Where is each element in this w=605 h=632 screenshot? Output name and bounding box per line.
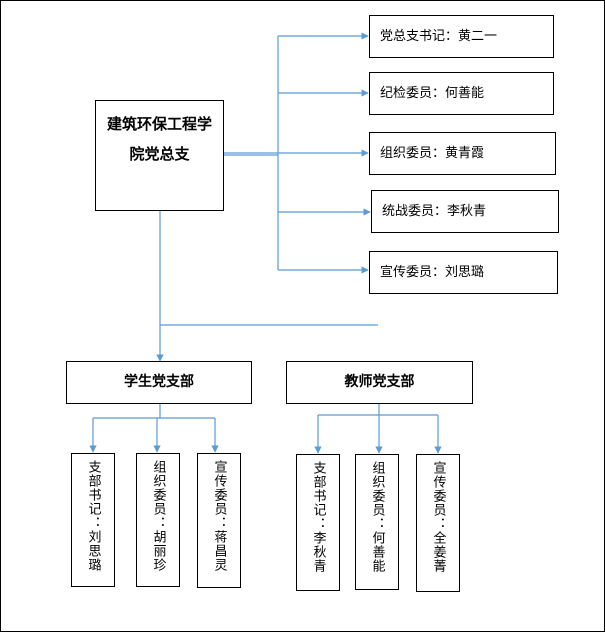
root-title-line2: 院党总支 [129, 145, 190, 163]
student-member-node-0: 支部书记：刘思璐 [71, 453, 115, 587]
member-label: 宣传委员：全姜菁 [430, 461, 446, 573]
committee-label: 宣传委员：刘思璐 [380, 265, 485, 280]
committee-label: 统战委员：李秋青 [382, 204, 487, 219]
branch-name: 学生党支部 [124, 374, 194, 390]
branch-name: 教师党支部 [344, 374, 415, 390]
committee-label: 纪检委员：何善能 [380, 86, 485, 101]
branch-node-teacher: 教师党支部 [286, 361, 473, 404]
committee-node-1: 纪检委员：何善能 [369, 72, 554, 115]
teacher-member-node-1: 组织委员：何善能 [355, 454, 399, 590]
committee-label: 组织委员：黄青霞 [380, 146, 485, 161]
branch-node-student: 学生党支部 [66, 361, 252, 404]
root-node: 建筑环保工程学 院党总支 [95, 100, 224, 211]
teacher-member-node-2: 宣传委员：全姜菁 [416, 454, 460, 592]
committee-node-2: 组织委员：黄青霞 [369, 132, 556, 175]
member-label: 宣传委员：蒋昌灵 [211, 460, 227, 572]
committee-node-4: 宣传委员：刘思璐 [369, 251, 558, 294]
member-label: 组织委员：何善能 [369, 461, 385, 573]
root-title-line1: 建筑环保工程学 [106, 115, 212, 133]
committee-node-0: 党总支书记：黄二一 [369, 15, 554, 58]
member-label: 组织委员：胡丽珍 [150, 460, 166, 572]
committee-label: 党总支书记：黄二一 [380, 29, 498, 44]
student-member-node-2: 宣传委员：蒋昌灵 [197, 453, 241, 588]
student-member-node-1: 组织委员：胡丽珍 [136, 453, 180, 587]
member-label: 支部书记：李秋青 [310, 461, 326, 573]
committee-node-3: 统战委员：李秋青 [371, 190, 559, 233]
teacher-member-node-0: 支部书记：李秋青 [296, 454, 340, 591]
member-label: 支部书记：刘思璐 [85, 460, 101, 572]
